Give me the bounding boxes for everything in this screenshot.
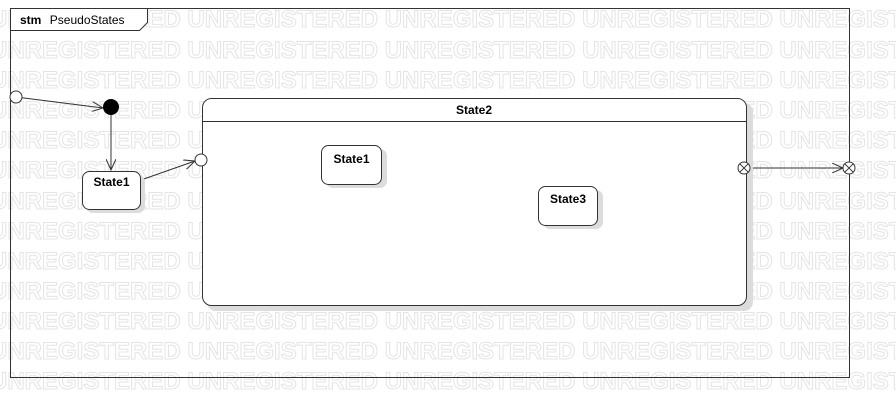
svg-text:UNREGISTERED UNREGISTERED UNRE: UNREGISTERED UNREGISTERED UNREGISTERED U… [0, 37, 896, 64]
frame-keyword: stm [20, 13, 41, 27]
frame-name: PseudoStates [50, 13, 125, 27]
state2-label: State2 [456, 103, 492, 117]
svg-text:UNREGISTERED UNREGISTERED UNRE: UNREGISTERED UNREGISTERED UNREGISTERED U… [0, 308, 896, 335]
initial-pseudostate[interactable] [103, 99, 119, 115]
state3[interactable]: State3 [538, 186, 604, 230]
state1-inner[interactable]: State1 [321, 145, 388, 189]
svg-text:UNREGISTERED UNREGISTERED UNRE: UNREGISTERED UNREGISTERED UNREGISTERED U… [0, 67, 896, 94]
state3-label: State3 [550, 192, 586, 206]
state1-inner-label: State1 [333, 152, 369, 166]
state1-outer-label: State1 [93, 175, 129, 189]
state2-entry-point[interactable] [194, 153, 208, 167]
svg-text:UNREGISTERED UNREGISTERED UNRE: UNREGISTERED UNREGISTERED UNREGISTERED U… [0, 338, 896, 365]
diagram-frame [10, 8, 850, 378]
frame-tab [10, 8, 148, 31]
state1-outer[interactable]: State1 [82, 171, 146, 214]
state2-composite[interactable]: State2 [202, 98, 754, 312]
svg-text:UNREGISTERED UNREGISTERED UNRE: UNREGISTERED UNREGISTERED UNREGISTERED U… [0, 6, 896, 33]
frame-exit-point[interactable] [842, 161, 856, 175]
entry-point-pseudostate[interactable] [9, 90, 23, 104]
frame-title: stm PseudoStates [20, 11, 125, 28]
state2-exit-point[interactable] [737, 161, 751, 175]
svg-text:UNREGISTERED UNREGISTERED UNRE: UNREGISTERED UNREGISTERED UNREGISTERED U… [0, 368, 896, 395]
transition-entry-to-initial[interactable] [15, 96, 103, 108]
transition-state1-to-entry-point[interactable] [140, 161, 195, 181]
